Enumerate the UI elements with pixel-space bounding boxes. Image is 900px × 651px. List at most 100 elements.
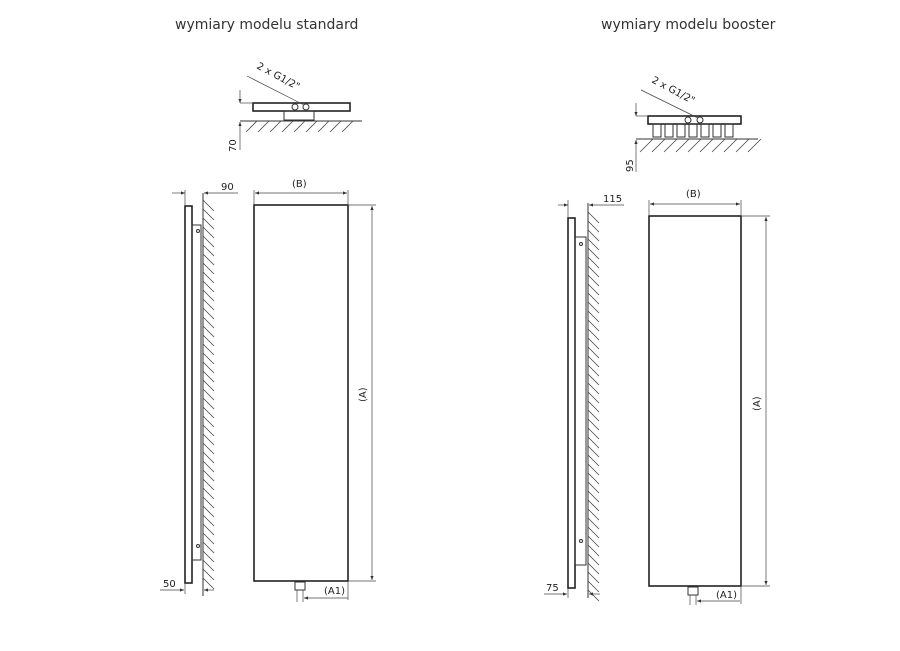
hatch-stroke [329, 120, 342, 133]
hatch-stroke [675, 138, 690, 153]
standard-wall-gap-label: 70 [228, 139, 239, 152]
booster-top-connector-left [684, 116, 692, 124]
hatch-stroke [587, 490, 600, 503]
booster-top-fans [652, 123, 734, 138]
hatch-stroke [587, 418, 600, 431]
standard-front-connector [294, 581, 306, 591]
hatch-stroke [281, 120, 294, 133]
hatch-stroke [587, 274, 600, 287]
hatch-stroke [269, 120, 282, 133]
hatch-stroke [202, 325, 215, 338]
hatch-stroke [202, 244, 215, 257]
booster-front-panel [648, 215, 742, 587]
hatch-stroke [202, 352, 215, 365]
hatch-stroke [202, 541, 215, 554]
hatch-stroke [202, 433, 215, 446]
hatch-stroke [587, 229, 600, 242]
hatch-stroke [257, 120, 270, 133]
hatch-stroke [202, 496, 215, 509]
booster-front-view: (B) (A) (A1) [648, 189, 770, 605]
hatch-stroke [587, 454, 600, 467]
standard-side-wall-hatch [202, 199, 215, 590]
hatch-stroke [735, 138, 750, 153]
hatch-stroke [587, 310, 600, 323]
hatch-stroke [587, 292, 600, 305]
booster-side-wall-hatch [587, 211, 600, 602]
hatch-stroke [587, 346, 600, 359]
standard-width-label: (B) [292, 179, 307, 190]
standard-top-connector-left [291, 103, 299, 111]
booster-fan-block [700, 123, 710, 138]
hatch-stroke [202, 253, 215, 266]
standard-length-label: (A) [358, 387, 369, 402]
hatch-stroke [341, 120, 354, 133]
booster-top-connector-right [696, 116, 704, 124]
hatch-stroke [587, 409, 600, 422]
hatch-stroke [587, 481, 600, 494]
standard-connection-leader [246, 75, 305, 106]
hatch-stroke [202, 442, 215, 455]
standard-panel-offset-label: 50 [163, 579, 176, 590]
hatch-stroke [587, 238, 600, 251]
hatch-stroke [587, 400, 600, 413]
hatch-stroke [202, 577, 215, 590]
hatch-stroke [202, 280, 215, 293]
hatch-stroke [587, 436, 600, 449]
hatch-stroke [202, 406, 215, 419]
hatch-stroke [293, 120, 306, 133]
hatch-stroke [587, 211, 600, 224]
booster-connection-label: 2 x G1/2" [650, 75, 697, 107]
hatch-stroke [305, 120, 318, 133]
hatch-stroke [663, 138, 678, 153]
hatch-stroke [587, 517, 600, 530]
hatch-stroke [202, 487, 215, 500]
hatch-stroke [202, 271, 215, 284]
booster-front-connector [687, 586, 699, 596]
booster-fan-block [676, 123, 686, 138]
hatch-stroke [587, 256, 600, 269]
booster-fan-block [688, 123, 698, 138]
standard-top-panel [252, 102, 351, 112]
standard-side-screw-bottom [196, 544, 200, 548]
hatch-stroke [587, 364, 600, 377]
hatch-stroke [587, 562, 600, 575]
booster-side-screw-bottom [579, 539, 583, 543]
hatch-stroke [587, 544, 600, 557]
hatch-stroke [587, 472, 600, 485]
hatch-stroke [587, 580, 600, 593]
standard-depth-label: 90 [221, 182, 234, 193]
hatch-stroke [202, 505, 215, 518]
booster-side-mount [574, 236, 587, 566]
booster-top-panel [647, 115, 742, 125]
hatch-stroke [202, 568, 215, 581]
booster-fan-block [712, 123, 722, 138]
hatch-stroke [587, 535, 600, 548]
hatch-stroke [723, 138, 738, 153]
standard-connection-label: 2 x G1/2" [255, 61, 302, 93]
hatch-stroke [687, 138, 702, 153]
hatch-stroke [711, 138, 726, 153]
booster-depth-label: 115 [603, 194, 622, 205]
hatch-stroke [747, 138, 762, 153]
hatch-stroke [202, 334, 215, 347]
booster-width-label: (B) [686, 189, 701, 200]
standard-front-view: (B) (A) (A1) [253, 179, 376, 602]
booster-fan-block [652, 123, 662, 138]
hatch-stroke [587, 373, 600, 386]
standard-top-connector-right [302, 103, 310, 111]
hatch-stroke [587, 220, 600, 233]
hatch-stroke [202, 289, 215, 302]
standard-top-bracket [283, 110, 315, 121]
hatch-stroke [202, 532, 215, 545]
hatch-stroke [587, 463, 600, 476]
hatch-stroke [245, 120, 258, 133]
hatch-stroke [202, 307, 215, 320]
hatch-stroke [202, 316, 215, 329]
booster-panel-offset-label: 75 [546, 583, 559, 594]
hatch-stroke [587, 571, 600, 584]
hatch-stroke [202, 460, 215, 473]
hatch-stroke [202, 361, 215, 374]
hatch-stroke [202, 514, 215, 527]
title-standard: wymiary modelu standard [175, 17, 359, 33]
